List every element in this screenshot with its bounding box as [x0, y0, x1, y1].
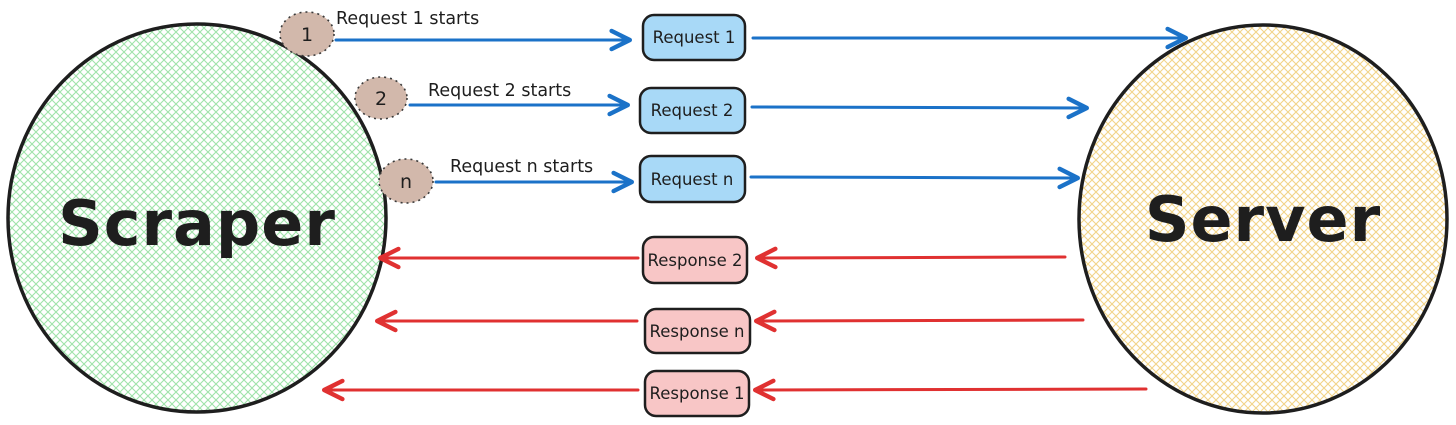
request-1-box-label: Request 1: [653, 28, 736, 47]
response-row-1: Response 1: [321, 369, 1148, 418]
scraper-circle: [6, 22, 388, 414]
server-label: Server: [1145, 183, 1381, 256]
request-2-annotation: Request 2 starts: [428, 81, 571, 101]
server-node: Server: [1077, 23, 1449, 415]
request-row-2: 2 Request 2 starts Request 2: [354, 76, 1090, 135]
request-2-arrow-right: [750, 96, 1090, 120]
request-marker-2: [354, 76, 408, 120]
request-1-box: [641, 13, 747, 62]
request-1-annotation: Request 1 starts: [336, 9, 479, 29]
server-circle: [1077, 23, 1449, 415]
scraper-node: Scraper: [6, 22, 388, 414]
scraper-label: Scraper: [58, 187, 336, 260]
response-1-box: [643, 369, 751, 418]
response-2-box: [641, 235, 749, 285]
response-2-box-label: Response 2: [648, 251, 743, 270]
request-marker-1: [279, 11, 335, 57]
request-2-box-label: Request 2: [651, 101, 734, 120]
response-n-box-label: Response n: [650, 322, 745, 341]
request-marker-n-label: n: [400, 171, 412, 193]
request-n-box-label: Request n: [651, 170, 734, 189]
response-n-arrow-right: [753, 309, 1085, 333]
request-marker-n: [378, 158, 434, 204]
request-n-box: [638, 154, 747, 204]
response-1-arrow-right: [752, 378, 1148, 402]
response-n-box: [643, 307, 752, 355]
request-marker-1-label: 1: [301, 24, 313, 46]
request-2-box: [638, 86, 747, 135]
response-row-2: Response 2: [377, 235, 1067, 285]
response-2-arrow-right: [754, 246, 1067, 270]
request-row-n: n Request n starts Request n: [378, 154, 1081, 204]
request-row-1: 1 Request 1 starts Request 1: [279, 9, 1189, 62]
request-n-annotation: Request n starts: [450, 157, 593, 177]
response-row-n: Response n: [374, 307, 1085, 355]
response-1-box-label: Response 1: [650, 384, 745, 403]
request-n-arrow-right: [749, 166, 1081, 190]
request-marker-2-label: 2: [375, 88, 387, 110]
